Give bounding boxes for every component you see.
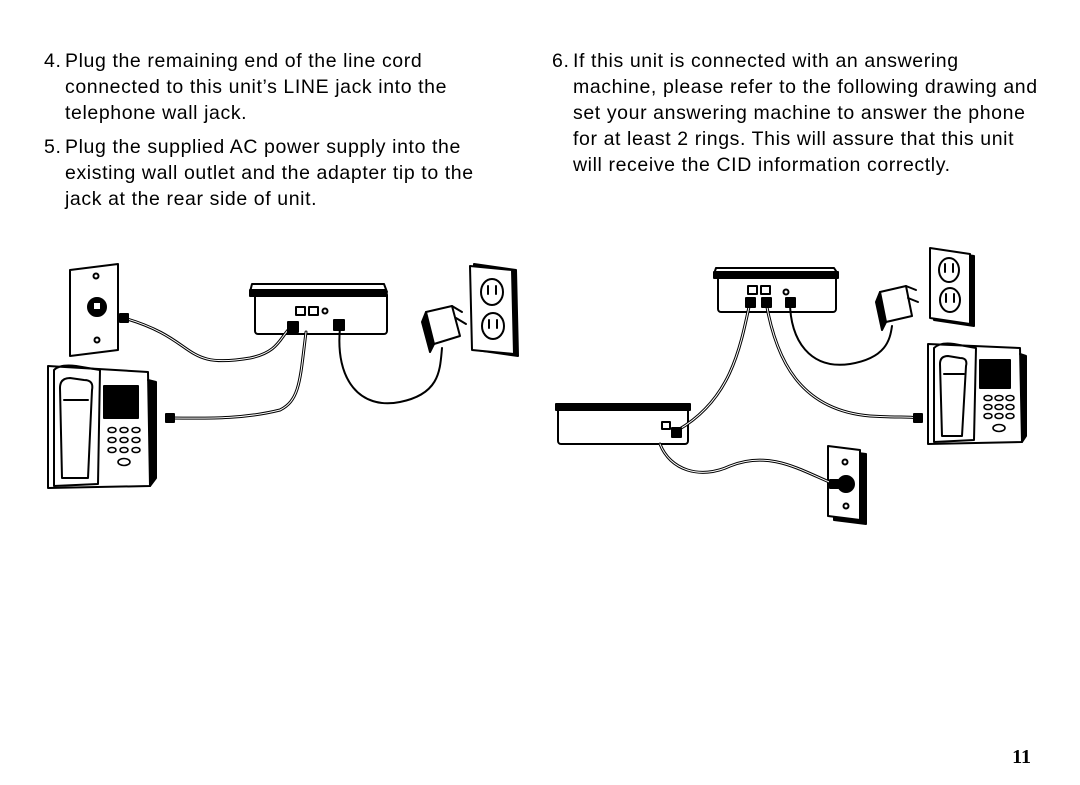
caller-id-unit-icon <box>249 283 388 335</box>
step-text: If this unit is connected with an answer… <box>573 50 1038 176</box>
step-6: 6. If this unit is connected with an ans… <box>552 48 1042 178</box>
phone-cord <box>765 301 919 419</box>
step-number: 4. <box>44 50 62 72</box>
telephone-icon <box>927 342 1027 445</box>
step-text: Plug the supplied AC power supply into t… <box>65 136 474 210</box>
wall-outlet-icon <box>469 263 519 357</box>
ac-adapter-icon <box>421 305 467 353</box>
ac-adapter-icon <box>875 285 919 331</box>
power-cord <box>789 301 893 366</box>
power-cord <box>338 327 443 405</box>
step-text: Plug the remaining end of the line cord … <box>65 50 448 124</box>
wall-line-cord <box>658 442 836 486</box>
wall-line-cord <box>659 443 835 485</box>
caller-id-unit-icon <box>713 267 839 313</box>
connection-diagram-left <box>47 263 519 489</box>
line-cord <box>123 317 293 362</box>
connection-diagram-right <box>555 247 1027 525</box>
wall-outlet-icon <box>929 247 975 327</box>
phone-cord <box>169 331 307 419</box>
phone-cord <box>168 330 308 420</box>
line-cord <box>677 301 751 431</box>
wall-phone-jack-icon <box>827 445 867 525</box>
step-4: 4. Plug the remaining end of the line co… <box>44 48 514 126</box>
step-5: 5. Plug the supplied AC power supply int… <box>44 134 514 212</box>
page-number: 11 <box>1012 746 1031 768</box>
step-number: 5. <box>44 136 62 158</box>
instructions-right-column: 6. If this unit is connected with an ans… <box>552 48 1042 186</box>
answering-machine-icon <box>555 403 691 445</box>
wall-phone-jack-icon <box>69 263 119 357</box>
step-number: 6. <box>552 50 570 72</box>
instructions-left-column: 4. Plug the remaining end of the line co… <box>44 48 514 220</box>
telephone-icon <box>47 364 157 489</box>
